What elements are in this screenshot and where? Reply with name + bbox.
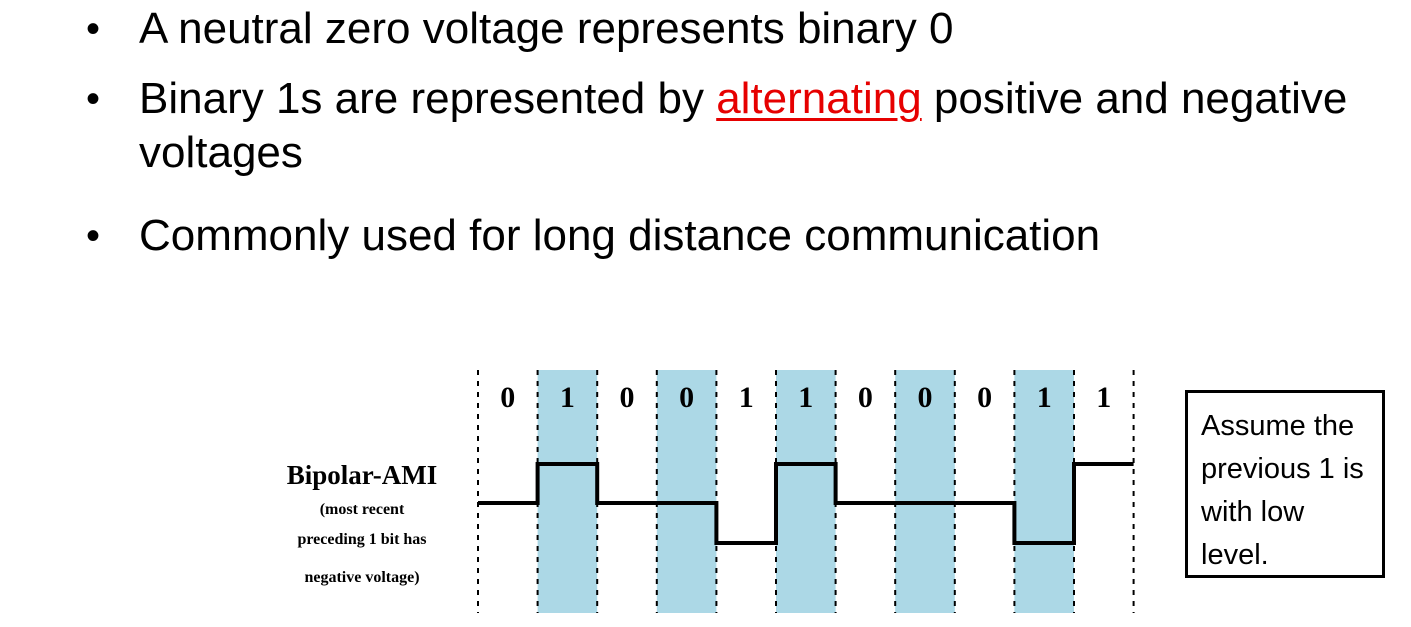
signal-note-line-2: preceding 1 bit has bbox=[297, 531, 426, 548]
signal-name-label: Bipolar-AMI bbox=[287, 460, 438, 490]
bullet-text-2-end: positive and negative voltages bbox=[139, 74, 1348, 177]
bit-value-label: 0 bbox=[918, 381, 933, 414]
bit-value-label: 0 bbox=[977, 381, 992, 414]
bit-shade-column bbox=[537, 370, 598, 613]
bit-value-label: 0 bbox=[620, 381, 635, 414]
bullet-dot: • bbox=[86, 77, 101, 121]
ami-signal-waveform bbox=[478, 462, 1134, 545]
bit-value-label: 1 bbox=[739, 381, 754, 414]
bullet-dot: • bbox=[86, 7, 101, 51]
bit-shade-column bbox=[776, 370, 836, 613]
bit-shade-column bbox=[1014, 370, 1074, 613]
bullet-text-2: Binary 1s are represented by alternating… bbox=[139, 72, 1369, 180]
bullet-text-3: Commonly used for long distance communic… bbox=[139, 211, 1101, 260]
bullet-text-2-start: Binary 1s are represented by bbox=[139, 74, 717, 123]
bit-shade-column bbox=[895, 370, 955, 613]
bit-value-label: 1 bbox=[560, 381, 575, 414]
bit-label-layer: 0 1 0 0 1 1 0 0 0 1 1 bbox=[500, 381, 1111, 414]
bit-value-label: 0 bbox=[500, 381, 515, 414]
bit-value-label: 1 bbox=[798, 381, 813, 414]
signal-note-line-3: negative voltage) bbox=[304, 569, 419, 586]
bit-shading-layer bbox=[537, 370, 1074, 613]
assumption-note-text: Assume the previous 1 is with low level. bbox=[1201, 410, 1364, 571]
bullet-text-1: A neutral zero voltage represents binary… bbox=[139, 4, 954, 53]
bit-value-label: 0 bbox=[858, 381, 873, 414]
bit-value-label: 0 bbox=[679, 381, 694, 414]
bit-value-label: 1 bbox=[1037, 381, 1052, 414]
signal-note-line-1: (most recent bbox=[320, 501, 405, 518]
assumption-note-box: Assume the previous 1 is with low level. bbox=[1185, 390, 1385, 578]
bit-value-label: 1 bbox=[1096, 381, 1111, 414]
bit-shade-column bbox=[656, 370, 717, 613]
bullet-dot: • bbox=[86, 214, 101, 258]
alternating-highlight: alternating bbox=[716, 74, 922, 123]
